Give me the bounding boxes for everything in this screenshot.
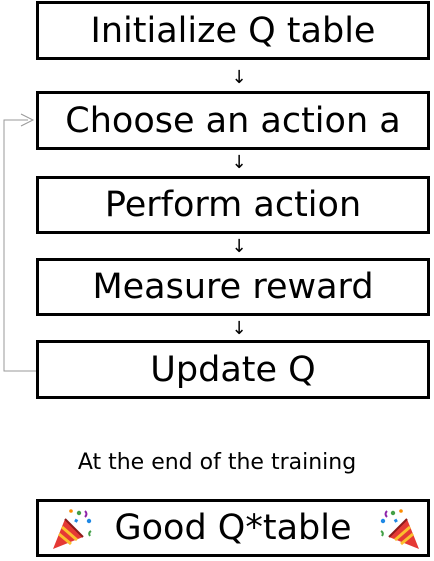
loop-back-arrowhead [20,113,35,127]
step-initialize-q-table: Initialize Q table [36,1,430,60]
step-label: Initialize Q table [90,10,376,51]
step-measure-reward: Measure reward [36,258,430,316]
step-label: Measure reward [92,267,374,307]
step-update-q: Update Q [36,340,430,399]
step-label: Update Q [150,349,316,390]
party-popper-icon [380,509,419,549]
down-arrow-icon: ↓ [231,152,247,173]
party-popper-icon [53,509,92,549]
result-label: Good Q*table [114,508,352,548]
down-arrow-icon: ↓ [231,67,247,88]
down-arrow-icon: ↓ [231,318,247,339]
step-label: Perform action [104,185,362,225]
step-label: Choose an action a [65,100,401,141]
down-arrow-icon: ↓ [231,236,247,257]
caption-end-of-training: At the end of the training [77,450,357,475]
step-choose-action: Choose an action a [36,91,430,150]
result-box: Good Q*table [36,499,430,557]
step-perform-action: Perform action [36,176,430,234]
loop-back-line [3,119,36,372]
